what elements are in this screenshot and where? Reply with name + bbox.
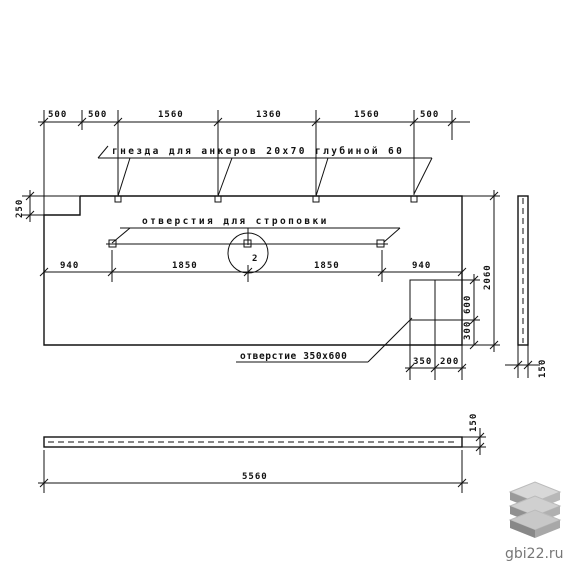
anchor-sockets-label: гнезда для анкеров 20х70 глубиной 60	[112, 146, 404, 157]
mid-dim-4: 940	[412, 261, 431, 271]
lifting-holes	[106, 232, 388, 274]
mid-dim-3: 1850	[314, 261, 340, 271]
top-dim-1: 500	[48, 110, 67, 120]
top-dim-4: 1360	[256, 110, 282, 120]
stack-logo-icon	[508, 481, 562, 538]
bottom-view-dim-150: 150	[469, 413, 479, 432]
top-dim-6: 500	[420, 110, 439, 120]
top-dimension-line	[38, 110, 470, 215]
opening-label: отверстие 350х600	[240, 351, 347, 362]
right-dim-2060: 2060	[483, 264, 493, 290]
mid-dim-1: 940	[60, 261, 79, 271]
opening-leader	[236, 317, 413, 363]
bottom-dim-350: 350	[413, 357, 432, 367]
center-mark: 2	[252, 254, 258, 264]
left-dim-250: 250	[15, 199, 25, 218]
right-dimension-lines	[435, 190, 500, 352]
bottom-dim-200: 200	[440, 357, 459, 367]
top-dim-5: 1560	[354, 110, 380, 120]
bottom-view	[43, 428, 486, 455]
lifting-leader-lines	[111, 227, 401, 245]
lifting-holes-label: отверстия для строповки	[142, 216, 329, 227]
top-dim-2: 500	[88, 110, 107, 120]
right-dim-600: 600	[463, 295, 473, 314]
right-dim-300: 300	[463, 321, 473, 340]
anchor-leader-lines	[97, 145, 433, 197]
side-dim-150: 150	[538, 359, 548, 378]
mid-dim-2: 1850	[172, 261, 198, 271]
top-dim-3: 1560	[158, 110, 184, 120]
watermark-text: gbi22.ru	[505, 546, 564, 562]
overall-length-label: 5560	[242, 472, 268, 482]
overall-length-dimension	[38, 450, 468, 493]
anchor-sockets	[114, 195, 418, 203]
middle-dimension-line	[39, 250, 467, 282]
side-view	[505, 195, 540, 378]
opening	[409, 279, 436, 321]
bottom-small-dimension	[405, 320, 467, 380]
left-notch-dimension	[22, 190, 80, 222]
